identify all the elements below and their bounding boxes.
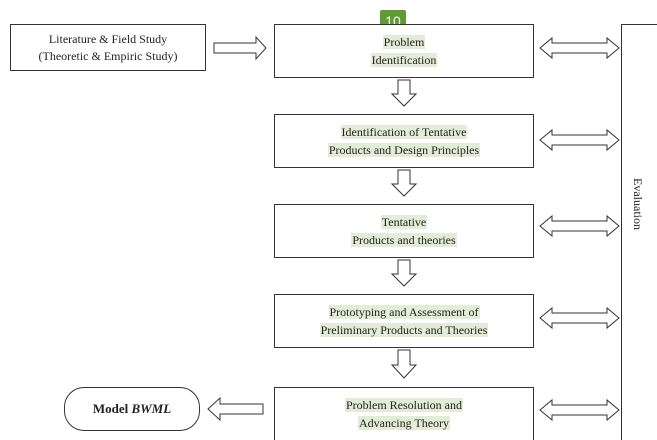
step-problem-identification: Problem Identification	[274, 24, 534, 78]
arrow-down-3	[390, 259, 418, 287]
step-2-line-1: Identification of Tentative	[340, 125, 468, 139]
literature-field-study-box: Literature & Field Study (Theoretic & Em…	[10, 24, 206, 71]
evaluation-label: Evaluation	[631, 178, 645, 230]
literature-line-2: (Theoretic & Empiric Study)	[38, 48, 178, 63]
step-3-line-1: Tentative	[380, 215, 428, 229]
arrow-both-5	[539, 398, 620, 422]
step-4-line-1: Prototyping and Assessment of	[328, 305, 480, 319]
step-2-line-2: Products and Design Principles	[327, 143, 481, 157]
arrow-both-3	[539, 214, 620, 238]
arrow-both-1	[539, 36, 620, 60]
step-identification-tentative: Identification of Tentative Products and…	[274, 114, 534, 168]
step-5-line-2: Advancing Theory	[357, 416, 451, 430]
step-1-line-2: Identification	[370, 53, 438, 67]
arrow-both-4	[539, 306, 620, 330]
arrow-down-2	[390, 169, 418, 197]
step-1-line-1: Problem	[382, 35, 426, 49]
model-label: Model BWML	[92, 401, 172, 416]
step-tentative-products: Tentative Products and theories	[274, 204, 534, 258]
arrow-down-4	[390, 349, 418, 379]
step-problem-resolution: Problem Resolution and Advancing Theory	[274, 387, 534, 440]
step-4-line-2: Preliminary Products and Theories	[319, 323, 489, 337]
evaluation-bracket	[621, 24, 657, 440]
model-name: BWML	[131, 401, 172, 416]
arrow-right-literature	[213, 35, 267, 61]
step-5-line-1: Problem Resolution and	[345, 398, 463, 412]
literature-line-1: Literature & Field Study	[48, 31, 168, 46]
step-prototyping-assessment: Prototyping and Assessment of Preliminar…	[274, 294, 534, 348]
arrow-down-1	[390, 79, 418, 107]
arrow-both-2	[539, 128, 620, 152]
step-3-line-2: Products and theories	[351, 233, 457, 247]
arrow-left-model	[207, 396, 264, 422]
model-bwml-box: Model BWML	[64, 387, 200, 431]
